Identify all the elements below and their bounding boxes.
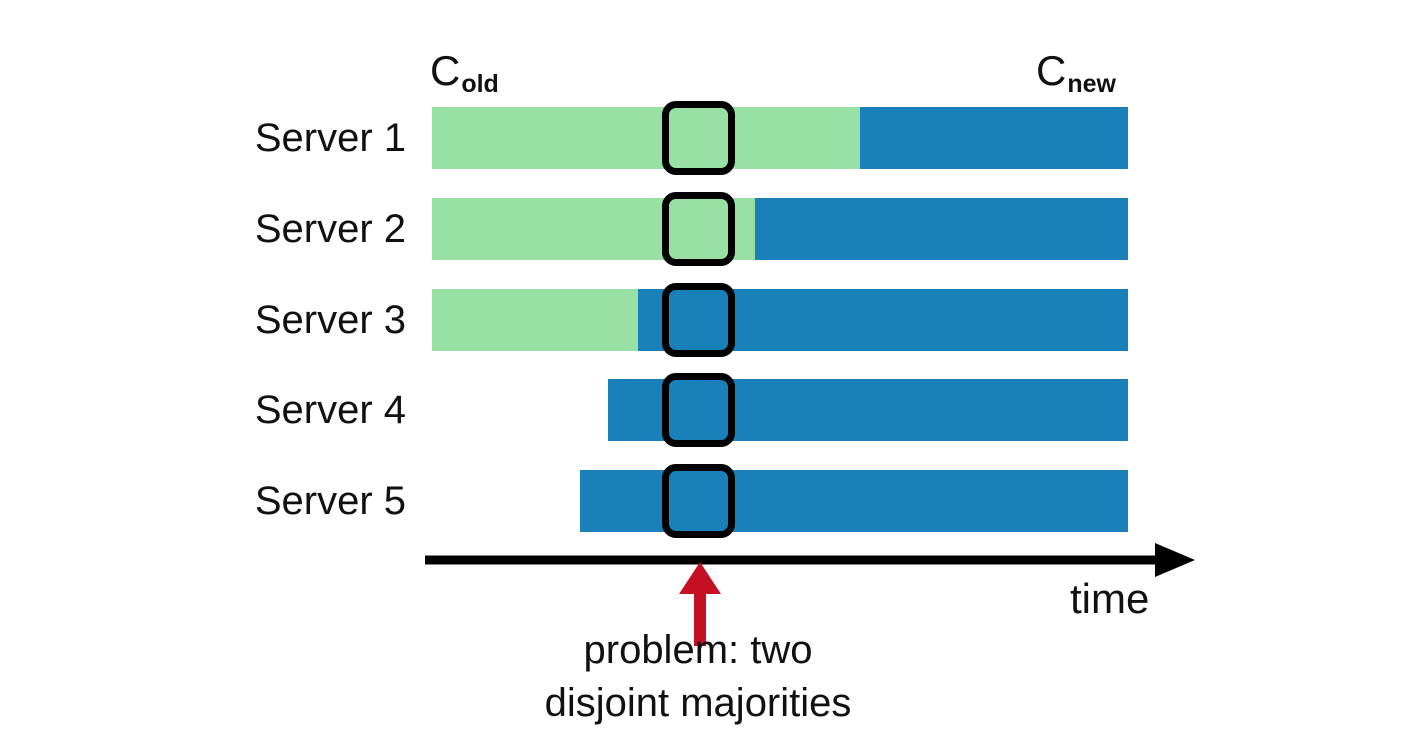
bar-segment-cnew-server-2	[755, 198, 1128, 260]
caption-line-2: disjoint majorities	[544, 680, 852, 725]
timeline-bar-server-3	[432, 289, 1128, 351]
config-label-cnew-base: C	[1036, 47, 1067, 94]
timeline-bar-server-5	[432, 470, 1128, 532]
bar-segment-cold-server-2	[432, 198, 755, 260]
bar-segment-cnew-server-5	[580, 470, 1128, 532]
config-label-cnew: Cnew	[1036, 47, 1116, 97]
time-axis	[425, 543, 1195, 577]
config-label-cold-subscript: old	[461, 70, 499, 98]
server-label-3: Server 3	[254, 298, 406, 342]
bar-segment-cold-server-1	[432, 107, 860, 169]
server-label-2: Server 2	[254, 207, 406, 251]
timeline-bar-server-2	[432, 198, 1128, 260]
right-arrow-icon	[1155, 543, 1195, 577]
up-arrow-icon	[679, 562, 721, 646]
server-label-4: Server 4	[254, 388, 406, 432]
server-label-5: Server 5	[254, 479, 406, 523]
bar-segment-cnew-server-4	[608, 379, 1128, 441]
bar-segment-cnew-server-3	[638, 289, 1128, 351]
caption: problem: two disjoint majorities	[398, 624, 998, 730]
config-label-cold-base: C	[430, 47, 461, 94]
caption-line-1: problem: two	[583, 628, 813, 672]
config-label-cnew-subscript: new	[1067, 70, 1116, 98]
timeline-bar-server-1	[432, 107, 1128, 169]
timeline-bar-server-4	[432, 379, 1128, 441]
config-label-cold: Cold	[430, 47, 499, 97]
bar-segment-cnew-server-1	[860, 107, 1128, 169]
server-label-1: Server 1	[254, 116, 406, 160]
time-axis-label: time	[1070, 575, 1150, 622]
bar-segment-cold-server-3	[432, 289, 638, 351]
